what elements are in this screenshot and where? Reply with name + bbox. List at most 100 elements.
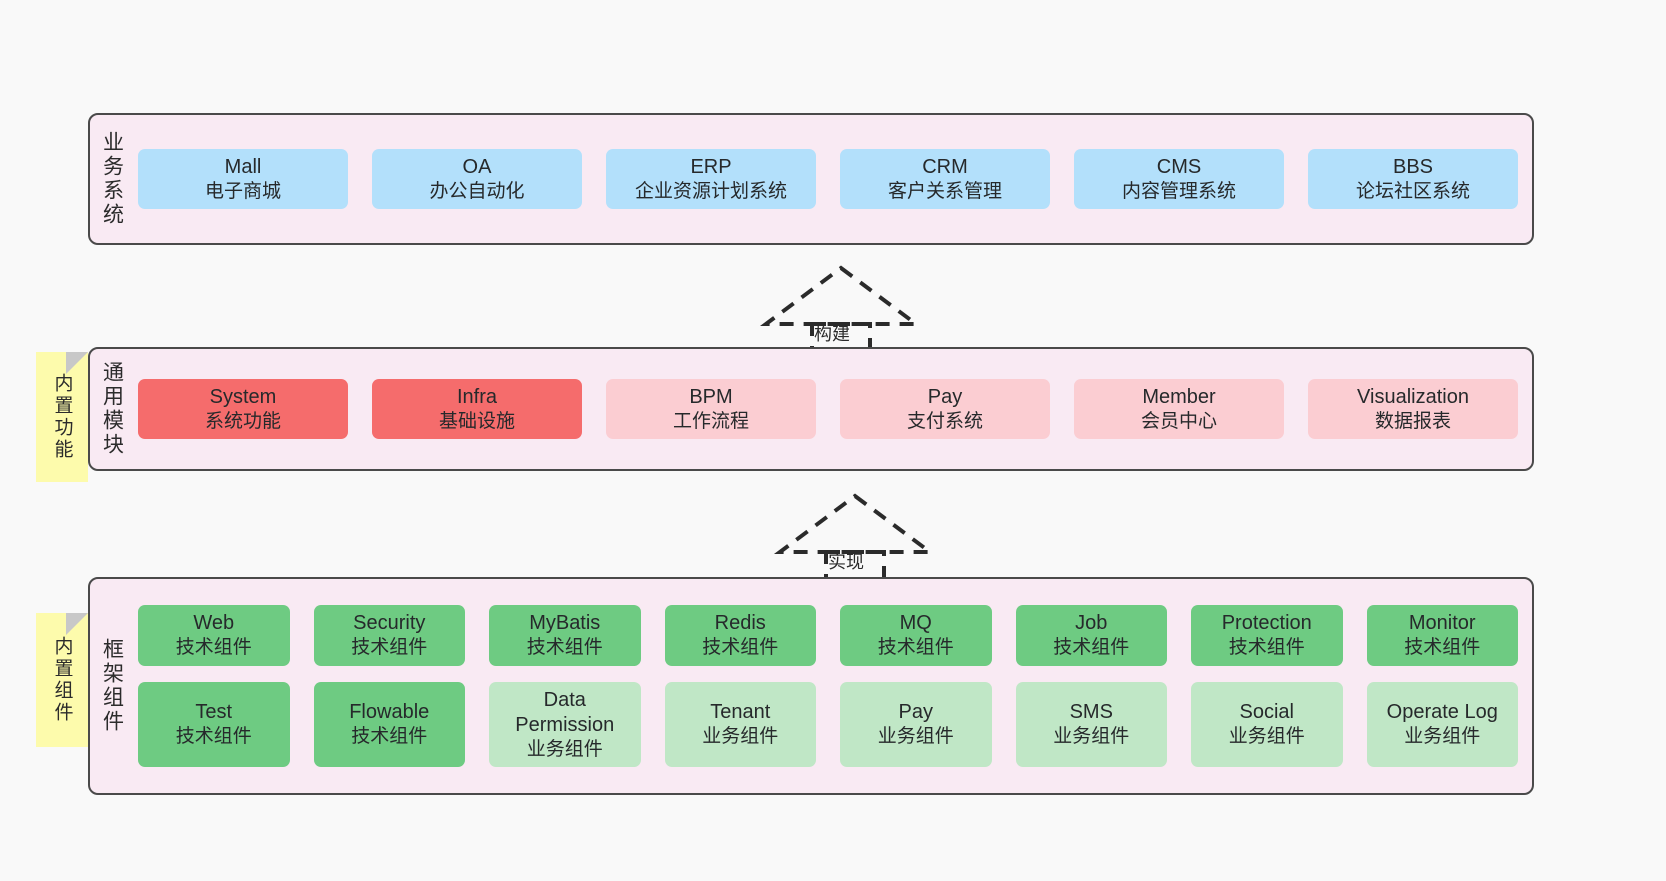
- generalization-arrow-icon: [773, 493, 937, 586]
- module-name: ERP: [690, 155, 732, 178]
- component-name: Pay: [898, 701, 933, 723]
- module-subtitle: 工作流程: [672, 410, 749, 432]
- module-subtitle: 企业资源计划系统: [634, 180, 787, 202]
- component-card-security[interactable]: Security 技术组件: [313, 604, 465, 666]
- module-subtitle: 支付系统: [906, 410, 983, 432]
- module-name: OA: [462, 155, 492, 178]
- component-subtitle: 业务组件: [1053, 726, 1130, 747]
- layer-body-business-system: Mall 电子商城 OA 办公自动化 ERP 企业资源计划系统 CRM 客户关系…: [134, 115, 1532, 243]
- component-card-tenant[interactable]: Tenant 业务组件: [664, 681, 816, 768]
- sticky-note-builtin-function: 内置功能: [36, 352, 88, 482]
- component-card-sms[interactable]: SMS 业务组件: [1015, 681, 1167, 768]
- component-subtitle: 业务组件: [1228, 726, 1305, 747]
- component-name: Operate Log: [1386, 701, 1498, 723]
- component-card-redis[interactable]: Redis 技术组件: [664, 604, 816, 666]
- module-subtitle: 内容管理系统: [1121, 180, 1236, 202]
- component-card-pay[interactable]: Pay 业务组件: [840, 681, 992, 768]
- component-name: Security: [353, 611, 426, 634]
- component-card-web[interactable]: Web 技术组件: [138, 604, 290, 666]
- layer-body-framework-component: Web 技术组件 Security 技术组件 MyBatis 技术组件 Redi…: [134, 579, 1532, 793]
- layer-body-common-module: System 系统功能 Infra 基础设施 BPM 工作流程 Pay 支付系统…: [134, 349, 1532, 469]
- layer-common-module: 通用模块 System 系统功能 Infra 基础设施 BPM 工作流程 Pay…: [88, 347, 1534, 471]
- generalization-arrow-icon: [759, 265, 923, 358]
- connector-build: 构建: [756, 262, 926, 358]
- module-card-member[interactable]: Member 会员中心: [1074, 378, 1284, 440]
- note-fold-icon: [66, 613, 88, 635]
- component-card-monitor[interactable]: Monitor 技术组件: [1366, 604, 1518, 666]
- row-technical-components: Web 技术组件 Security 技术组件 MyBatis 技术组件 Redi…: [138, 604, 1518, 666]
- component-name: Test: [195, 701, 233, 723]
- component-name: SMS: [1069, 701, 1113, 723]
- module-card-pay[interactable]: Pay 支付系统: [840, 378, 1050, 440]
- module-name: System: [209, 385, 277, 408]
- sticky-note-label: 内置功能: [51, 373, 73, 461]
- module-card-system[interactable]: System 系统功能: [138, 378, 348, 440]
- module-subtitle: 基础设施: [438, 410, 515, 432]
- module-name: Pay: [927, 385, 963, 408]
- component-card-job[interactable]: Job 技术组件: [1015, 604, 1167, 666]
- component-name: Redis: [714, 611, 766, 634]
- module-card-bpm[interactable]: BPM 工作流程: [606, 378, 816, 440]
- layer-title-business-system: 业务系统: [100, 131, 124, 227]
- row: System 系统功能 Infra 基础设施 BPM 工作流程 Pay 支付系统…: [138, 378, 1518, 440]
- note-fold-icon: [66, 352, 88, 374]
- component-subtitle: 业务组件: [702, 726, 779, 747]
- module-card-visualization[interactable]: Visualization 数据报表: [1308, 378, 1518, 440]
- component-card-mybatis[interactable]: MyBatis 技术组件: [489, 604, 641, 666]
- module-card-mall[interactable]: Mall 电子商城: [138, 148, 348, 210]
- module-subtitle: 办公自动化: [429, 180, 525, 202]
- module-name: Infra: [456, 385, 498, 408]
- component-subtitle: 技术组件: [877, 636, 954, 658]
- component-name: Web: [193, 611, 235, 634]
- component-subtitle: 技术组件: [1053, 636, 1130, 658]
- module-name: CMS: [1156, 155, 1202, 178]
- component-card-data-permission[interactable]: Data Permission 业务组件: [489, 681, 641, 768]
- module-card-oa[interactable]: OA 办公自动化: [372, 148, 582, 210]
- module-name: CRM: [922, 155, 968, 178]
- module-name: Member: [1142, 385, 1216, 408]
- component-name: Flowable: [349, 701, 430, 723]
- component-subtitle: 技术组件: [1228, 636, 1305, 658]
- module-subtitle: 电子商城: [204, 180, 281, 202]
- layer-framework-component: 框架组件 Web 技术组件 Security 技术组件 MyBatis 技术组件…: [88, 577, 1534, 795]
- component-card-mq[interactable]: MQ 技术组件: [840, 604, 992, 666]
- module-card-erp[interactable]: ERP 企业资源计划系统: [606, 148, 816, 210]
- connector-build-label: 构建: [814, 324, 850, 344]
- component-subtitle: 技术组件: [702, 636, 779, 658]
- component-subtitle: 技术组件: [526, 636, 603, 658]
- component-name: MQ: [899, 611, 932, 634]
- row: Mall 电子商城 OA 办公自动化 ERP 企业资源计划系统 CRM 客户关系…: [138, 148, 1518, 210]
- component-card-flowable[interactable]: Flowable 技术组件: [313, 681, 465, 768]
- sticky-note-label: 内置组件: [51, 636, 73, 724]
- module-card-cms[interactable]: CMS 内容管理系统: [1074, 148, 1284, 210]
- component-subtitle: 业务组件: [1404, 726, 1481, 747]
- sticky-note-builtin-component: 内置组件: [36, 613, 88, 747]
- connector-implement-label: 实现: [828, 552, 864, 572]
- module-subtitle: 客户关系管理: [887, 180, 1002, 202]
- module-name: BPM: [689, 385, 733, 408]
- component-subtitle: 业务组件: [877, 726, 954, 747]
- component-subtitle: 技术组件: [351, 726, 428, 747]
- component-name: Protection: [1221, 611, 1312, 634]
- layer-title-common-module: 通用模块: [100, 361, 124, 457]
- component-card-social[interactable]: Social 业务组件: [1191, 681, 1343, 768]
- component-card-test[interactable]: Test 技术组件: [138, 681, 290, 768]
- component-name: Monitor: [1408, 611, 1476, 634]
- component-subtitle: 技术组件: [1404, 636, 1481, 658]
- connector-implement: 实现: [770, 490, 940, 586]
- component-name: Social: [1239, 701, 1294, 723]
- module-card-bbs[interactable]: BBS 论坛社区系统: [1308, 148, 1518, 210]
- component-card-operate-log[interactable]: Operate Log 业务组件: [1366, 681, 1518, 768]
- component-subtitle: 技术组件: [175, 726, 252, 747]
- component-card-protection[interactable]: Protection 技术组件: [1191, 604, 1343, 666]
- module-card-crm[interactable]: CRM 客户关系管理: [840, 148, 1050, 210]
- layer-business-system: 业务系统 Mall 电子商城 OA 办公自动化 ERP 企业资源计划系统 CRM…: [88, 113, 1534, 245]
- component-name: Tenant: [710, 701, 771, 723]
- row-business-components: Test 技术组件 Flowable 技术组件 Data Permission …: [138, 681, 1518, 768]
- module-card-infra[interactable]: Infra 基础设施: [372, 378, 582, 440]
- component-name: Data Permission: [515, 688, 615, 736]
- component-subtitle: 业务组件: [526, 738, 603, 760]
- component-subtitle: 技术组件: [351, 636, 428, 658]
- module-subtitle: 会员中心: [1140, 410, 1217, 432]
